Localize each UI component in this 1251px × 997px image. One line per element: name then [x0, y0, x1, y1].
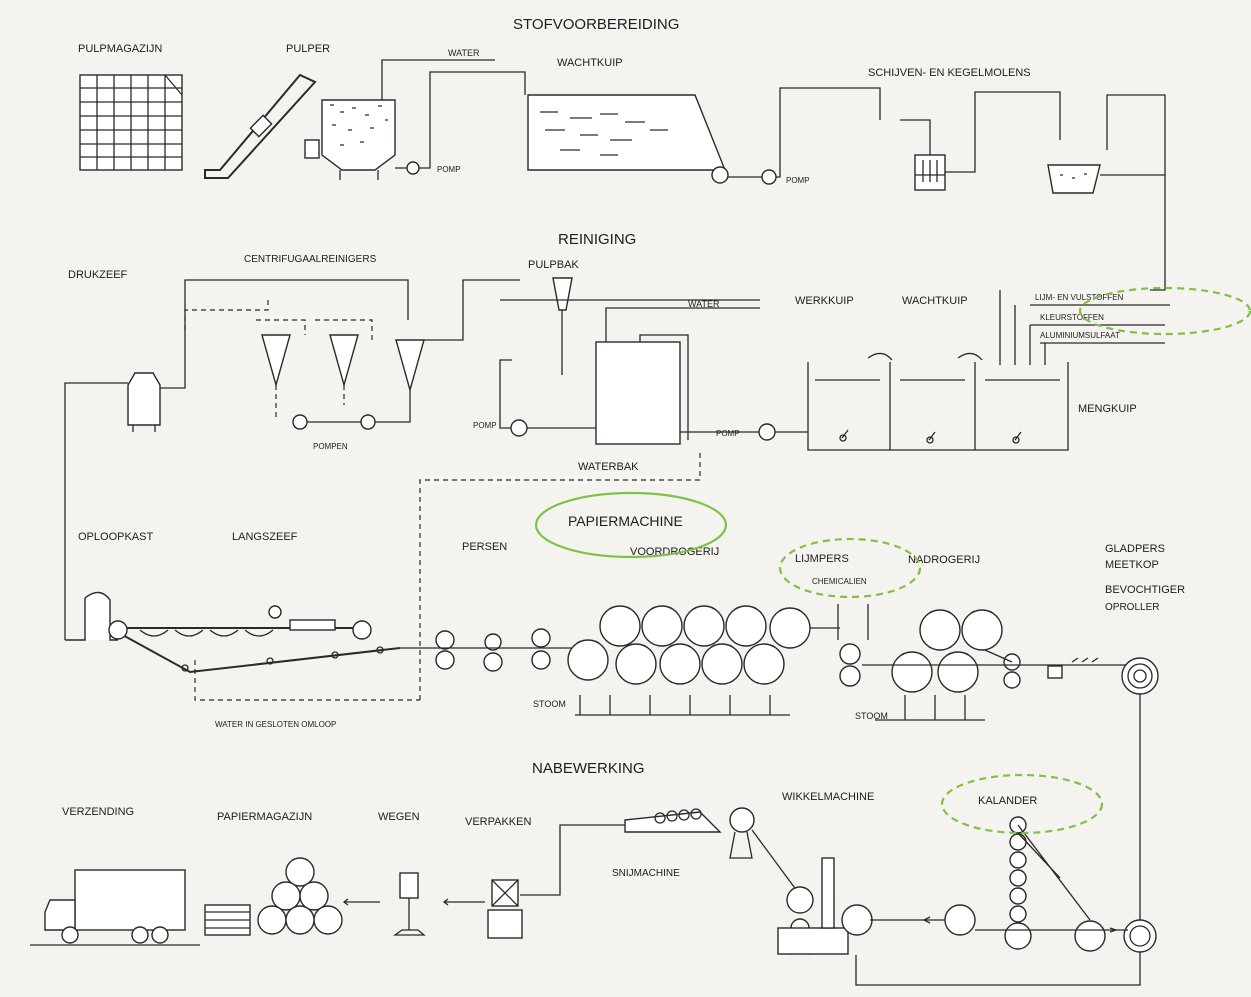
pomp-4: [759, 424, 775, 440]
gladpers-meetkop: [1004, 654, 1098, 688]
verpak-box: [488, 880, 522, 938]
arrow-to-magazijn: [344, 899, 380, 905]
label-persen: PERSEN: [462, 541, 507, 553]
mengkuip-tanks: [808, 353, 1068, 450]
lijmpers: [810, 604, 868, 686]
label-verpakken: VERPAKKEN: [465, 816, 531, 828]
langszeef: [109, 606, 400, 672]
wachtkuip-tank: [528, 95, 728, 183]
kalander-web: [870, 825, 1128, 930]
label-schijven: SCHIJVEN- EN KEGELMOLENS: [868, 67, 1031, 79]
label-pomp-4: POMP: [716, 429, 740, 438]
persen-rollers: [436, 629, 550, 671]
white-water-loop: [195, 660, 420, 700]
molens-to-mengkuip: [1150, 175, 1165, 290]
label-drukzeef: DRUKZEEF: [68, 269, 128, 281]
stoom-lines-2: [875, 695, 985, 720]
label-pulpmagazijn: PULPMAGAZIJN: [78, 43, 162, 55]
pulper-to-wachtkuip: [395, 72, 525, 168]
cleaner-to-pulpbak: [424, 280, 520, 340]
label-pomp-3: POMP: [473, 421, 497, 430]
drukzeef-feed: [160, 280, 408, 388]
pomp-3: [511, 420, 527, 436]
paper-bundle: [205, 905, 250, 935]
label-wachtkuip-mid: WACHTKUIP: [902, 295, 968, 307]
label-lijmpers: LIJMPERS: [795, 553, 849, 565]
label-verzending: VERZENDING: [62, 806, 134, 818]
web-to-wikkel: [752, 830, 800, 895]
paper-rolls-stack: [258, 858, 342, 934]
centrifugaal-reinigers: [262, 335, 424, 390]
nadrogerij-cylinders: [892, 610, 1002, 692]
white-water-return: [420, 450, 700, 700]
label-centrifugaal: CENTRIFUGAALREINIGERS: [244, 254, 377, 265]
label-papiermagazijn: PAPIERMAGAZIJN: [217, 811, 312, 823]
label-wachtkuip-top: WACHTKUIP: [557, 57, 623, 69]
label-nadrogerij: NADROGERIJ: [908, 554, 980, 566]
label-oploopkast: OPLOOPKAST: [78, 531, 153, 543]
highlight-lijmpers: [780, 539, 920, 597]
truck: [30, 870, 200, 945]
label-stoom-1: STOOM: [533, 699, 566, 709]
label-water-top: WATER: [448, 48, 480, 58]
heading-nabewerking: NABEWERKING: [532, 760, 645, 777]
label-werkkuip: WERKKUIP: [795, 295, 854, 307]
label-stoom-2: STOOM: [855, 711, 888, 721]
label-gladpers: GLADPERS: [1105, 543, 1165, 555]
oproller: [1122, 658, 1158, 694]
label-pompen: POMPEN: [313, 442, 348, 451]
wachtkuip-to-molens: [728, 88, 880, 177]
pulpbak-funnel: [553, 278, 572, 310]
label-langszeef: LANGSZEEF: [232, 531, 298, 543]
stoom-lines-1: [580, 695, 770, 715]
snijmachine: [625, 808, 754, 858]
label-pomp-1: POMP: [437, 165, 461, 174]
label-pulper: PULPER: [286, 43, 330, 55]
cleaner-dash-1: [185, 300, 268, 330]
snij-to-verpak: [520, 825, 625, 895]
pomp-3-lines: [500, 360, 596, 428]
label-water-gesloten: WATER IN GESLOTEN OMLOOP: [215, 720, 336, 729]
wikkelmachine: [778, 858, 848, 954]
water-inlet-line: [382, 60, 495, 100]
arrow-to-wegen: [444, 899, 485, 905]
pulper-tank: [305, 100, 395, 180]
label-wikkelmachine: WIKKELMACHINE: [782, 791, 874, 803]
pulp-bale-stack: [80, 75, 182, 170]
label-chemicalien: CHEMICALIEN: [812, 577, 867, 586]
heading-reiniging: REINIGING: [558, 231, 636, 248]
kegelmolen: [1048, 165, 1100, 193]
label-kleurstoffen: KLEURSTOFFEN: [1040, 313, 1104, 322]
schijvenmolen: [915, 155, 945, 190]
heading-stofvoorbereiding: STOFVOORBEREIDING: [513, 16, 679, 33]
label-mengkuip: MENGKUIP: [1078, 403, 1137, 415]
heading-papiermachine: PAPIERMACHINE: [568, 513, 683, 529]
kegelmolen-return: [1100, 95, 1165, 175]
pompen-lines: [307, 390, 410, 422]
label-waterbak: WATERBAK: [578, 461, 639, 473]
pulper-conveyor: [205, 75, 315, 178]
label-meetkop: MEETKOP: [1105, 559, 1159, 571]
pomp-1: [407, 162, 419, 174]
label-pomp-2: POMP: [786, 176, 810, 185]
label-bevochtiger: BEVOCHTIGER: [1105, 584, 1185, 596]
weegschaal: [395, 873, 424, 935]
label-pulpbak: PULPBAK: [528, 259, 579, 271]
kalander: [842, 817, 1156, 952]
waterbak-tank: [596, 342, 680, 444]
label-oproller: OPROLLER: [1105, 602, 1159, 613]
label-snijmachine: SNIJMACHINE: [612, 868, 680, 879]
label-aluminiumsulfaat: ALUMINIUMSULFAAT: [1040, 331, 1120, 340]
label-kalander: KALANDER: [978, 795, 1037, 807]
pomp-2: [762, 170, 776, 184]
label-wegen: WEGEN: [378, 811, 420, 823]
voordrogerij-cylinders: [568, 606, 810, 684]
drukzeef-tank: [128, 373, 160, 432]
water-mid-lines: [500, 300, 760, 345]
